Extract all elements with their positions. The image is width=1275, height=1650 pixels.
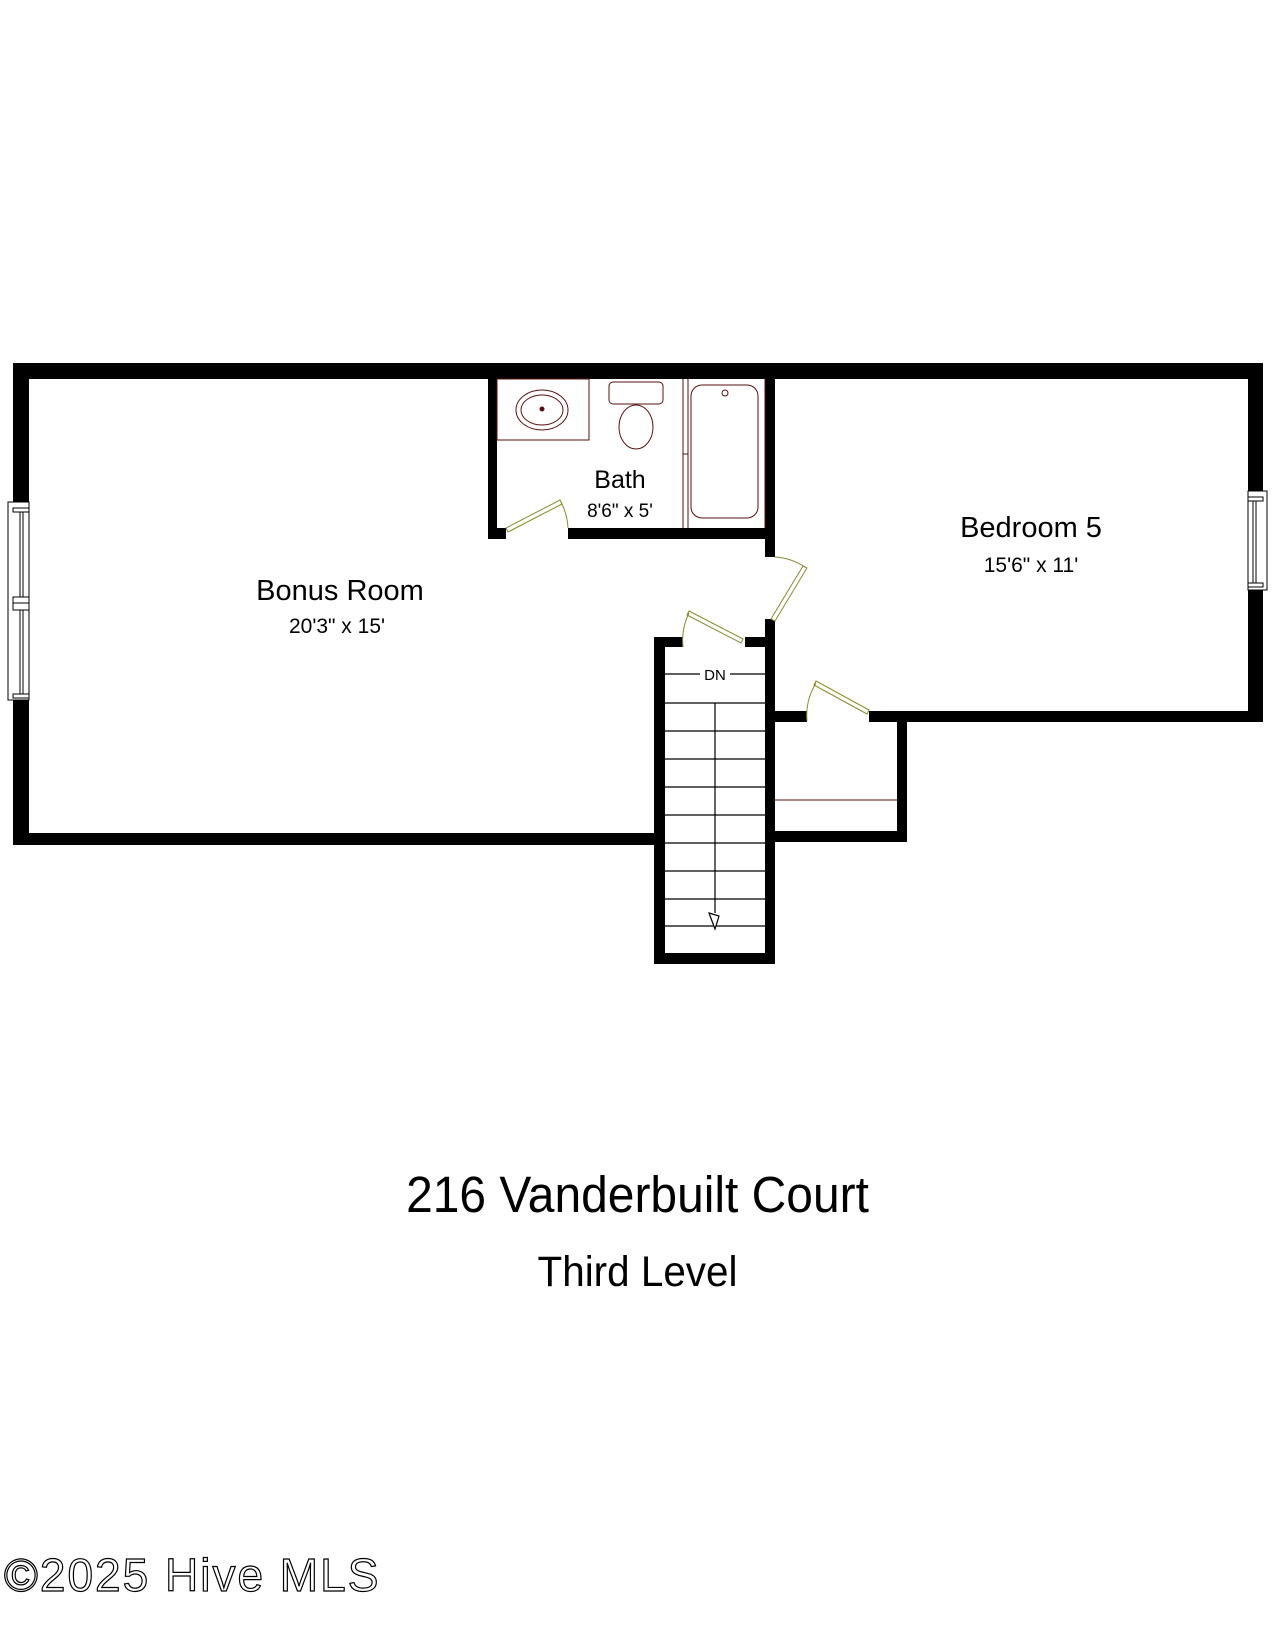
door-closet [806, 680, 870, 722]
bathtub-icon [690, 384, 759, 519]
door-stairs [682, 610, 744, 648]
window-right [1247, 490, 1268, 591]
address-title: 216 Vanderbuilt Court [406, 1166, 869, 1223]
walls [13, 363, 1263, 964]
room-name-bedroom-5: Bedroom 5 [960, 512, 1102, 544]
room-dim-bedroom-5: 15'6" x 11' [984, 554, 1078, 577]
room-name-bonus-room: Bonus Room [256, 575, 424, 607]
door-bedroom [770, 556, 808, 622]
level-subtitle: Third Level [537, 1248, 738, 1296]
doors [505, 499, 870, 722]
sink-icon [515, 389, 569, 431]
room-dim-bonus-room: 20'3" x 15' [289, 615, 385, 638]
window-left [7, 501, 30, 701]
room-name-bath: Bath [594, 466, 645, 494]
vanity-counter [496, 378, 590, 441]
room-dim-bath: 8'6" x 5' [587, 501, 653, 522]
toilet-bowl-icon [618, 404, 654, 450]
door-bath [505, 499, 569, 533]
stair-label: DN [704, 667, 726, 684]
bath-fixtures [496, 378, 766, 528]
toilet-tank-icon [608, 381, 664, 405]
arrow-down-icon [708, 912, 720, 931]
stairs [665, 673, 765, 931]
copyright-watermark: ©2025 Hive MLS [3, 1548, 381, 1601]
